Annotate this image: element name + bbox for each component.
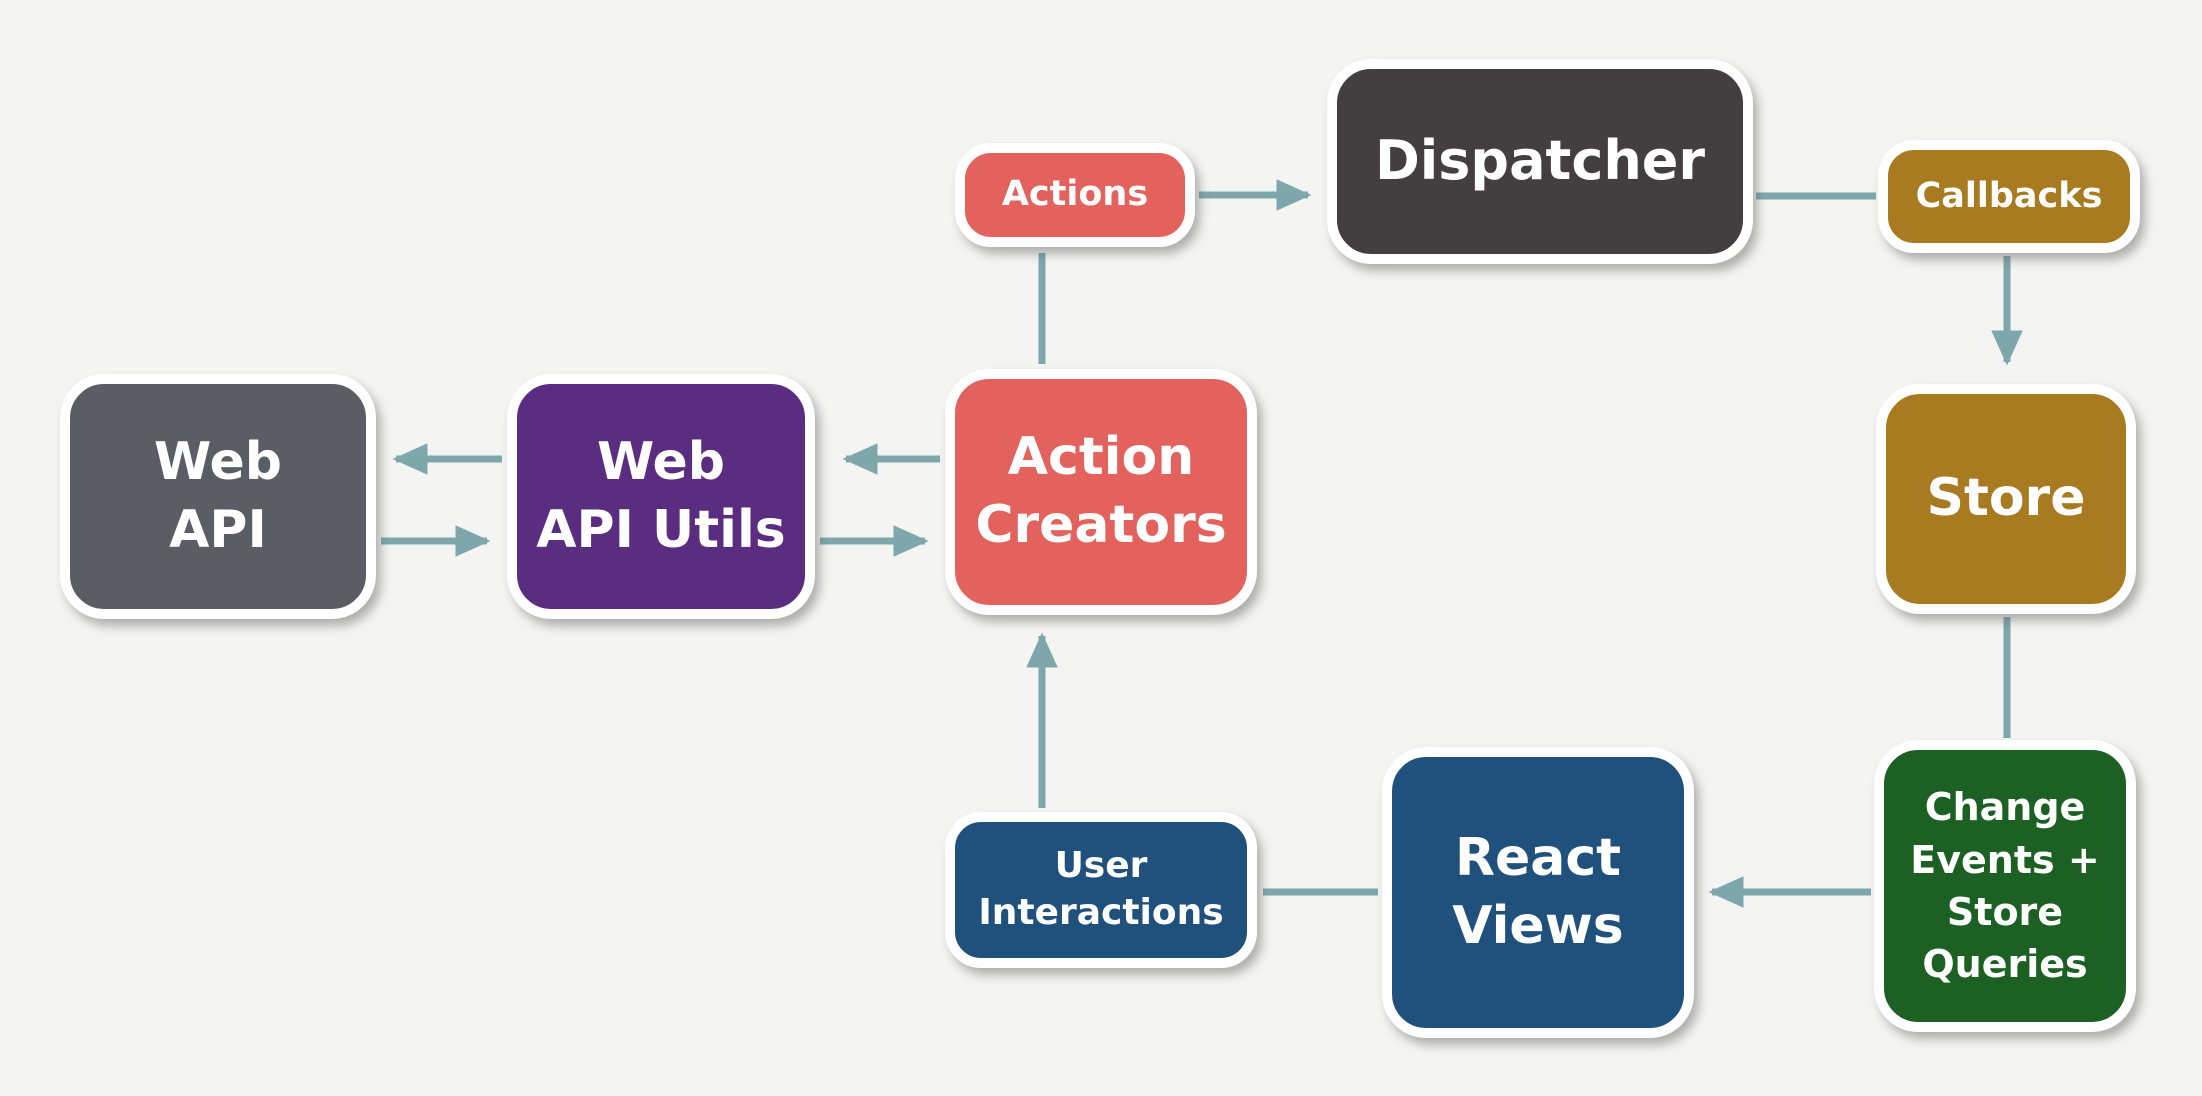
- node-user-interactions: User Interactions: [945, 812, 1257, 968]
- node-react-views-label: React Views: [1452, 827, 1624, 956]
- node-web-api-utils: Web API Utils: [507, 374, 815, 619]
- node-change-events-store-queries: Change Events + Store Queries: [1874, 740, 2136, 1032]
- node-store: Store: [1876, 384, 2136, 614]
- node-store-label: Store: [1926, 468, 2086, 529]
- node-actions: Actions: [955, 143, 1195, 247]
- node-dispatcher-label: Dispatcher: [1374, 129, 1706, 193]
- node-web-api-label: Web API: [154, 431, 282, 560]
- node-change-events-label: Change Events + Store Queries: [1910, 785, 2100, 987]
- node-action-creators-label: Action Creators: [975, 427, 1227, 555]
- node-callbacks: Callbacks: [1878, 140, 2140, 253]
- node-web-api: Web API: [60, 374, 376, 619]
- node-action-creators: Action Creators: [945, 369, 1257, 615]
- node-react-views: React Views: [1382, 747, 1694, 1038]
- node-user-interactions-label: User Interactions: [978, 845, 1224, 933]
- node-actions-label: Actions: [1001, 174, 1149, 215]
- node-callbacks-label: Callbacks: [1915, 175, 2103, 216]
- node-web-api-utils-label: Web API Utils: [536, 431, 786, 560]
- node-dispatcher: Dispatcher: [1327, 59, 1753, 264]
